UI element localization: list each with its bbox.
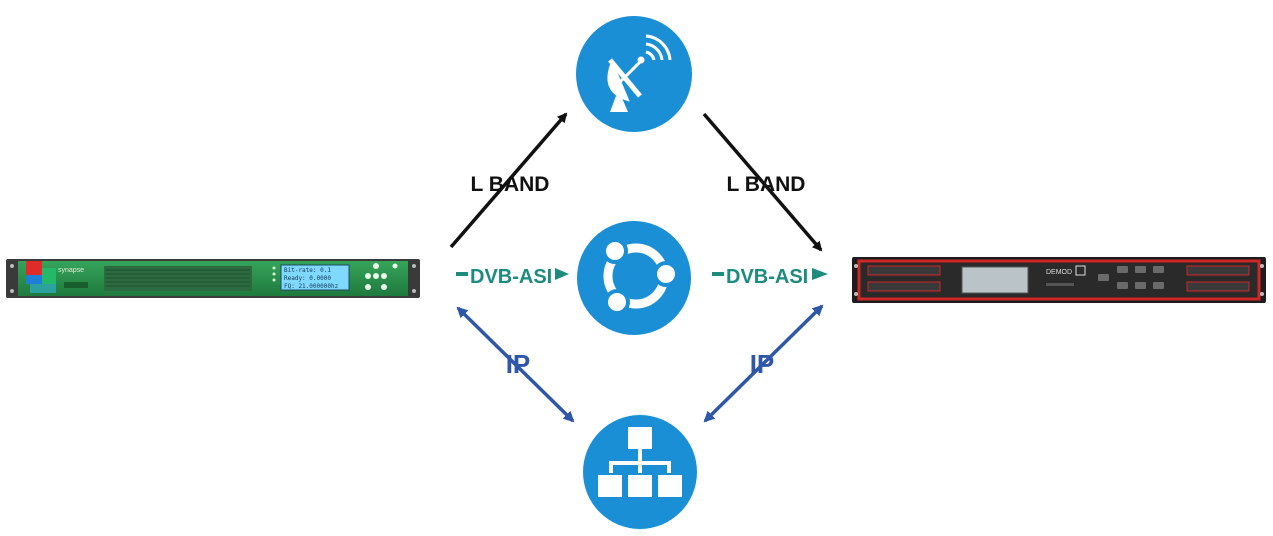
network-hierarchy-icon — [598, 427, 682, 497]
lband-left-label: L BAND — [471, 173, 550, 196]
encoder-lcd-line3: FQ: 21.000000hz — [284, 283, 339, 290]
network-hub-icon — [602, 238, 679, 315]
decoder-buttons — [1098, 266, 1164, 289]
ip-right-label: IP — [750, 349, 775, 379]
asi-right-link: DVB-ASI — [712, 266, 828, 288]
lband-left-arrow — [449, 112, 568, 249]
encoder-brand-text: synapse — [58, 267, 84, 274]
encoder-device: synapse Bit-rate: 0.1 Ready: 0.0000 FQ: … — [6, 259, 420, 298]
ip-left-arrow — [456, 306, 575, 423]
asi-right-label: DVB-ASI — [726, 266, 808, 288]
decoder-brand-text: DEMOD — [1046, 269, 1072, 276]
encoder-logo — [26, 261, 56, 293]
ip-node — [583, 415, 697, 529]
ip-right-arrow — [703, 304, 824, 423]
decoder-device: DEMOD — [852, 257, 1266, 303]
ip-left-label: IP — [506, 349, 531, 379]
lband-right-arrow — [702, 112, 823, 252]
asi-node — [577, 221, 691, 335]
encoder-lcd-line2: Ready: 0.0000 — [284, 275, 331, 282]
asi-left-link: DVB-ASI — [456, 266, 569, 288]
satellite-node — [576, 16, 692, 132]
satellite-dish-icon — [607, 34, 672, 112]
encoder-lcd-line1: Bit-rate: 0.1 — [284, 267, 331, 274]
encoder-keypad — [365, 263, 398, 290]
asi-left-label: DVB-ASI — [470, 266, 552, 288]
lband-right-label: L BAND — [727, 173, 806, 196]
